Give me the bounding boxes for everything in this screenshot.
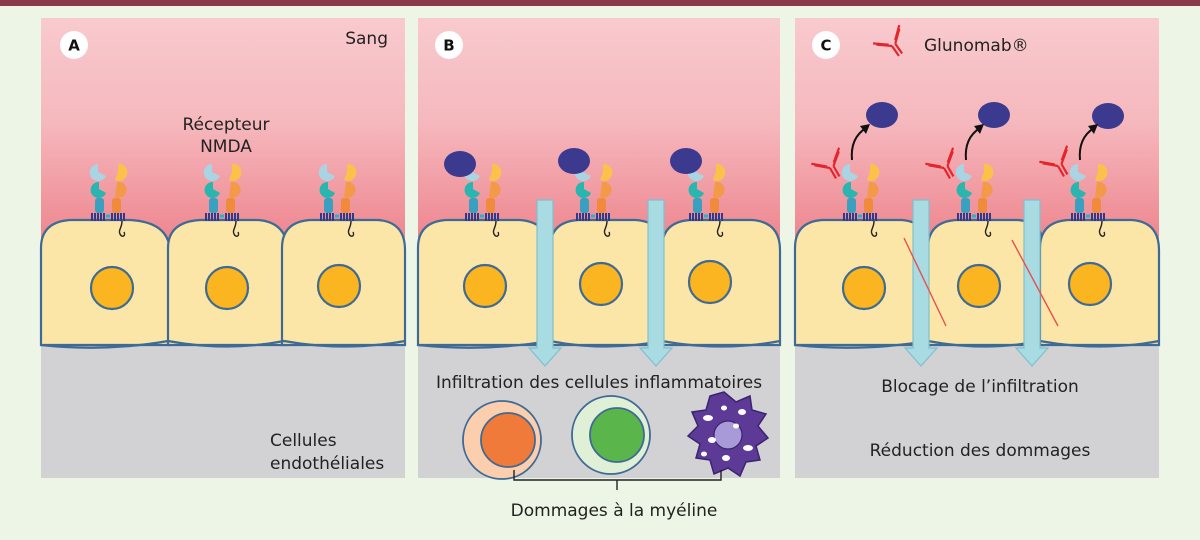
bound-ligand bbox=[670, 148, 702, 174]
panel-id: B bbox=[443, 37, 454, 55]
release-arrowheads bbox=[860, 124, 1098, 134]
cells-label-line1: Cellules bbox=[270, 431, 337, 451]
panel-badge bbox=[812, 31, 840, 59]
released-ligand bbox=[978, 102, 1010, 128]
released-ligand bbox=[866, 102, 898, 128]
bound-ligand bbox=[444, 151, 476, 177]
reduction-label: Réduction des dommages bbox=[870, 441, 1091, 461]
panel-id: C bbox=[820, 37, 831, 55]
nucleus bbox=[1067, 261, 1113, 307]
block-line bbox=[903, 237, 947, 327]
nucleus bbox=[89, 265, 135, 311]
inflammatory-cell-orange bbox=[462, 400, 542, 480]
panel-b: B Infiltration des cellules inflammatoir… bbox=[416, 18, 782, 521]
nucleus bbox=[578, 261, 624, 307]
nucleus bbox=[956, 263, 1002, 309]
receptor-label-line2: NMDA bbox=[200, 137, 252, 157]
block-line bbox=[1011, 239, 1059, 327]
panel-c: C Glunomab® Blocage de l’infiltration Ré… bbox=[793, 18, 1161, 478]
panel-id: A bbox=[68, 37, 80, 55]
inflammatory-cell-purple bbox=[686, 391, 770, 478]
receptor-label-line1: Récepteur bbox=[183, 115, 270, 135]
nucleus bbox=[204, 265, 250, 311]
blood-label: Sang bbox=[345, 29, 388, 49]
bound-ligand bbox=[558, 148, 590, 174]
nucleus bbox=[687, 259, 733, 305]
nucleus bbox=[316, 263, 362, 309]
block-label: Blocage de l’infiltration bbox=[881, 377, 1079, 397]
nucleus bbox=[462, 263, 508, 309]
nucleus bbox=[841, 265, 887, 311]
cells-label-line2: endothéliales bbox=[270, 454, 384, 474]
panel-badge bbox=[60, 31, 88, 59]
damage-label: Dommages à la myéline bbox=[511, 501, 718, 521]
antibody-label: Glunomab® bbox=[924, 36, 1029, 56]
panel-badge bbox=[435, 31, 463, 59]
infiltration-label: Infiltration des cellules inflammatoires bbox=[436, 373, 762, 393]
top-bar bbox=[0, 0, 1200, 6]
released-ligand bbox=[1092, 103, 1124, 129]
inflammatory-cell-green bbox=[571, 395, 651, 475]
panel-a: A Sang Récepteur NMDA Cellules endothéli… bbox=[39, 18, 407, 478]
